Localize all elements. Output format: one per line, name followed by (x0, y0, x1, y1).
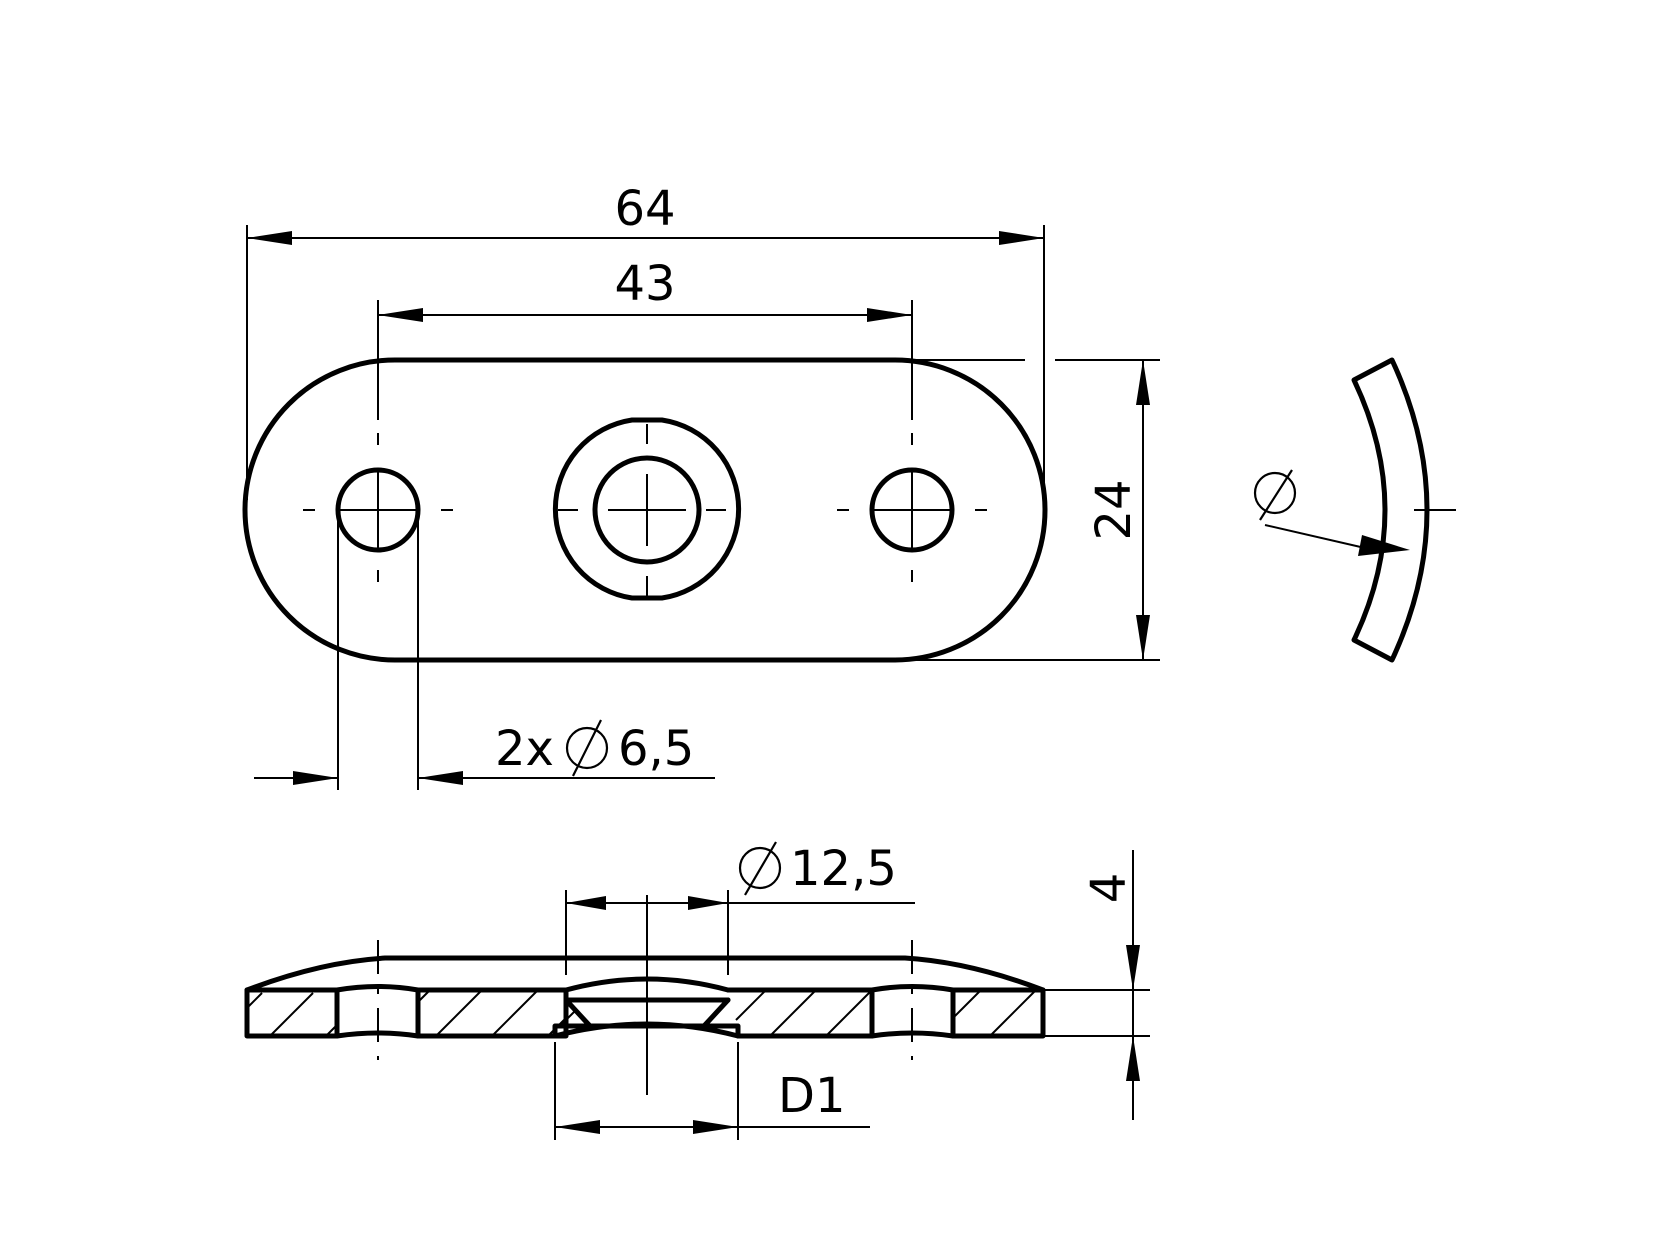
dimension-43: 43 (377, 256, 913, 360)
top-profile (244, 955, 1046, 993)
dim-side-holes-value: 6,5 (618, 721, 694, 777)
curvature-detail (1253, 357, 1456, 663)
curved-section (1351, 357, 1430, 663)
dimension-24: 24 (905, 359, 1160, 661)
dimension-side-holes: 2x 6,5 (254, 520, 715, 790)
top-view: 64 43 24 2x (242, 181, 1160, 790)
countersink-outer (552, 417, 742, 601)
side-section-view: 12,5 D1 4 (244, 841, 1150, 1140)
center-hole (592, 455, 702, 565)
dimension-64: 64 (246, 181, 1045, 500)
dimension-d1: D1 (554, 1042, 870, 1140)
dim-hole-spacing: 43 (614, 256, 675, 312)
section-center-lines (377, 895, 913, 1095)
section-hatching (246, 989, 1037, 1037)
dimension-thickness: 4 (1045, 850, 1150, 1120)
dim-width: 24 (1086, 479, 1142, 540)
diameter-icon (565, 719, 609, 777)
plate-outline (242, 357, 1048, 663)
section-body (244, 976, 1046, 1039)
dim-bottom-diameter: D1 (778, 1068, 846, 1124)
dim-side-holes-count: 2x (495, 721, 554, 777)
diameter-icon (738, 841, 782, 896)
dim-countersink-value: 12,5 (790, 841, 897, 897)
diameter-icon (1253, 469, 1297, 521)
dimension-countersink: 12,5 (565, 841, 915, 975)
center-lines (303, 355, 987, 596)
dim-thickness: 4 (1081, 873, 1137, 904)
dim-overall-length: 64 (614, 181, 675, 237)
